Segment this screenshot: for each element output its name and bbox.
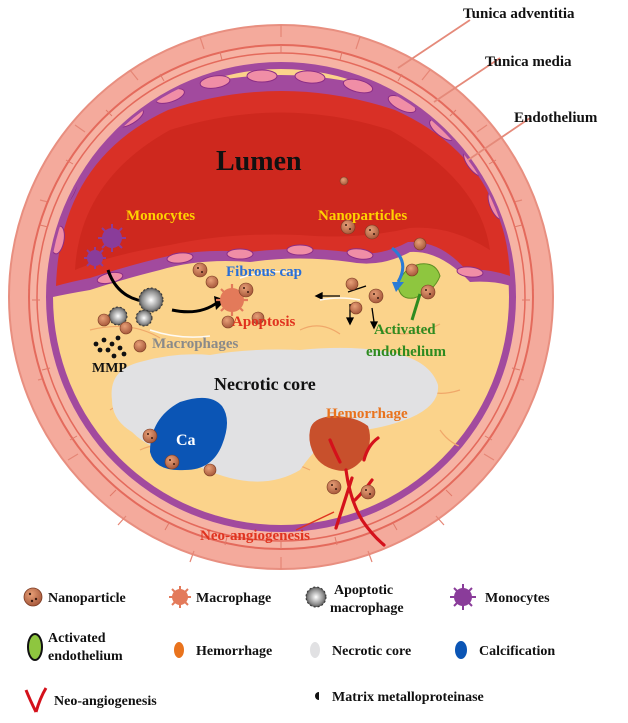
apoptotic-macrophages [108,287,164,327]
neo-leader [295,511,335,531]
label-apoptosis: Apoptosis [232,314,296,330]
label-hemorrhage: Hemorrhage [326,406,408,422]
legend-item-neo-angiogenesis: Neo-angiogenesis [24,687,157,713]
label-neo-angiogenesis: Neo-angiogenesis [200,528,310,544]
svg-text:Apoptotic: Apoptotic [334,583,393,598]
label-lumen: Lumen [216,146,302,177]
legend-item-macrophage: Macrophage [169,586,271,608]
label-macrophages: Macrophages [152,336,239,352]
svg-text:Activated: Activated [48,631,106,646]
nanoparticles-scattered [97,176,436,500]
svg-text:Calcification: Calcification [479,644,555,659]
label-tunica-adventitia: Tunica adventitia [463,6,575,22]
label-activated-line2: endothelium [366,344,447,360]
label-activated-line1: Activated [374,322,436,338]
legend-item-necrotic-core: Necrotic core [310,642,411,659]
label-fibrous-cap: Fibrous cap [226,264,302,280]
macrophage-cell [216,284,248,316]
legend-item-nanoparticle: Nanoparticle [23,587,126,607]
label-tunica-media: Tunica media [485,54,572,70]
label-ca: Ca [176,432,196,449]
label-nanoparticles: Nanoparticles [318,208,407,224]
label-mmp: MMP [92,361,127,376]
svg-text:Neo-angiogenesis: Neo-angiogenesis [54,694,157,709]
hemorrhage-region [309,416,370,471]
labels: Tunica adventitia Tunica media Endotheli… [92,6,598,544]
fibrous-streaks [149,271,361,338]
artery-cross-section [8,24,554,570]
nanoparticle-entry-arrow [391,246,405,283]
svg-text:Hemorrhage: Hemorrhage [196,644,272,659]
label-endothelium: Endothelium [514,110,598,126]
nanoparticle-speckles [147,224,431,495]
neo-angiogenesis-vessels [328,436,386,547]
legend: Nanoparticle Macrophage Apoptotic macrop… [23,583,555,713]
svg-text:Nanoparticle: Nanoparticle [48,591,126,606]
monocytes-in-lumen [84,224,126,269]
svg-text:Macrophage: Macrophage [196,591,271,606]
leader-lines [397,19,531,161]
svg-text:Matrix metalloproteinase: Matrix metalloproteinase [332,690,484,705]
small-arrows [314,285,379,330]
legend-item-hemorrhage: Hemorrhage [174,642,272,659]
legend-item-apoptotic-macrophage: Apoptotic macrophage [305,583,404,616]
label-necrotic-core: Necrotic core [214,374,316,394]
legend-item-monocytes: Monocytes [450,584,550,610]
legend-item-matrix-metalloproteinase: Matrix metalloproteinase [315,690,484,705]
mmp-dots [93,335,127,359]
calcification [150,397,227,471]
legend-item-calcification: Calcification [455,641,555,659]
svg-text:Monocytes: Monocytes [485,591,550,606]
media-texture [32,45,530,549]
label-monocytes: Monocytes [126,208,195,224]
svg-text:macrophage: macrophage [330,601,404,616]
legend-item-activated-endothelium: Activated endothelium [27,631,123,664]
svg-text:Necrotic core: Necrotic core [332,644,411,659]
svg-text:endothelium: endothelium [48,649,123,664]
